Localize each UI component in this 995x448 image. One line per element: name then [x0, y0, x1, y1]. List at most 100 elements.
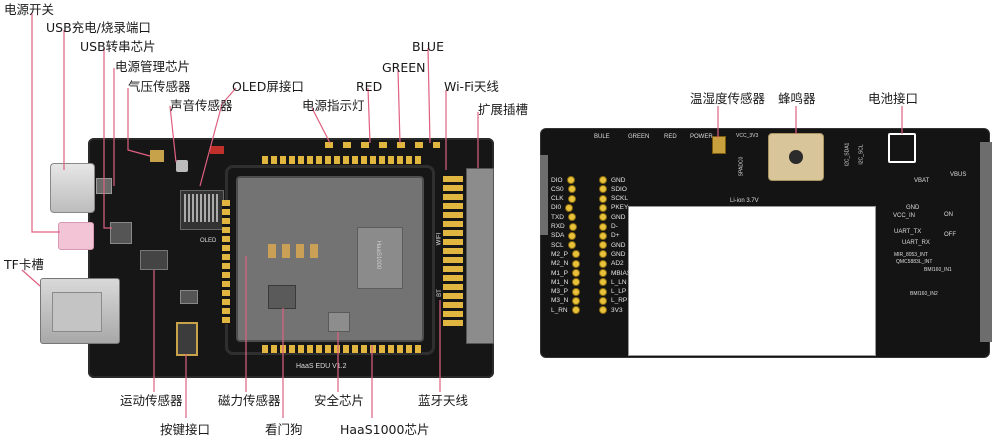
pin-pad	[599, 306, 607, 315]
label-tf-slot: TF卡槽	[4, 257, 44, 272]
red-button	[210, 146, 224, 154]
silk-power: POWER	[690, 134, 713, 140]
back-pin-row: L_RN	[551, 306, 580, 315]
oled-silk: OLED	[200, 238, 217, 244]
back-pin-row: GND	[599, 176, 625, 184]
sig-mir: MIR_8053_INT	[894, 252, 928, 258]
pin-label: GND	[611, 241, 626, 249]
label-magnetic: 磁力传感器	[218, 393, 281, 408]
pin-label: SDIO	[611, 185, 627, 193]
back-edge-right	[980, 142, 992, 342]
back-pin-row: L_LN	[599, 278, 627, 287]
back-pin-row: 3V3	[599, 306, 623, 315]
battery-silk: Li-ion 3.7V	[730, 198, 759, 204]
back-pin-row: L_RP	[599, 296, 627, 305]
pin-label: AD2	[611, 260, 624, 268]
sig-off: OFF	[944, 232, 956, 238]
back-pin-row: M3_P	[551, 287, 580, 296]
sig-vbus: VBUS	[950, 172, 967, 178]
pin-pad	[599, 176, 607, 184]
pin-label: GND	[611, 213, 626, 221]
pin-pad	[571, 306, 580, 315]
pin-pad	[599, 287, 607, 296]
label-led-power: 电源指示灯	[302, 98, 365, 113]
pin-label: M2_P	[551, 250, 568, 258]
motion-sensor	[140, 250, 168, 270]
power-switch	[58, 222, 94, 250]
pin-pad	[567, 194, 576, 203]
tf-card-slot-inner	[52, 292, 102, 332]
pin-pad	[568, 222, 577, 231]
pin-label: SCKL	[611, 195, 628, 203]
pin-label: M2_N	[551, 260, 569, 268]
pin-pad	[599, 278, 607, 287]
pin-pad	[599, 269, 607, 277]
power-mgmt-chip	[96, 178, 112, 194]
bottom-header-pins	[262, 345, 422, 353]
pin-pad	[565, 203, 574, 212]
back-pin-row: D-	[599, 222, 618, 231]
pin-pad	[571, 269, 580, 277]
pin-pad	[599, 241, 607, 250]
pin-label: L_LN	[611, 278, 627, 286]
pin-pad	[572, 278, 581, 287]
pin-pad	[599, 194, 607, 203]
temp-humidity-sensor	[712, 136, 726, 154]
pin-pad	[571, 250, 580, 259]
sig-vcc-in: VCC_IN	[893, 213, 916, 219]
back-pin-row: DIO	[551, 176, 575, 184]
pin-pad	[599, 296, 607, 305]
haas1000-silk: HaaS1000	[375, 240, 382, 270]
pin-label: GND	[611, 250, 626, 258]
back-pin-row: M1_P	[551, 269, 580, 277]
security-chip	[328, 312, 350, 332]
right-header-pins	[443, 176, 463, 326]
label-expansion: 扩展插槽	[478, 102, 529, 117]
silk-red: RED	[664, 134, 677, 140]
pin-label: TXD	[551, 213, 564, 221]
pin-label: MBIAS	[611, 269, 632, 277]
sig-bmi2: BMI160_IN2	[910, 291, 938, 297]
label-blue: BLUE	[412, 39, 444, 54]
pin-label: M1_N	[551, 278, 569, 286]
battery-area	[628, 206, 876, 356]
buzzer-hole	[789, 150, 803, 164]
back-pin-row: GND	[599, 241, 626, 250]
back-pin-row: GND	[599, 250, 626, 259]
pin-label: L_RN	[551, 306, 568, 314]
pin-label: CLK	[551, 195, 564, 203]
led-pads	[325, 142, 440, 148]
label-sound: 声音传感器	[170, 98, 233, 113]
back-pin-row: RXD	[551, 222, 577, 231]
back-pin-row: M3_N	[551, 296, 581, 305]
back-pin-row: AD2	[599, 259, 624, 268]
pin-pad	[599, 222, 607, 231]
pin-label: D-	[611, 223, 618, 230]
watchdog-chip	[268, 285, 296, 309]
pin-pad	[599, 213, 607, 222]
label-security: 安全芯片	[314, 393, 365, 408]
label-battery: 电池接口	[868, 91, 919, 106]
pin-pad	[599, 185, 607, 194]
usb-serial-chip	[110, 222, 132, 244]
pin-pad	[599, 231, 607, 240]
top-header-pins	[262, 156, 422, 164]
back-pin-row: CS0	[551, 185, 576, 194]
back-edge-left	[540, 155, 548, 235]
left-header-pins	[222, 200, 230, 324]
label-oled-port: OLED屏接口	[232, 79, 304, 94]
expansion-slot	[466, 168, 494, 344]
pin-pad	[599, 259, 607, 268]
label-temp-humidity: 温湿度传感器	[690, 91, 766, 106]
pressure-sensor	[150, 150, 164, 162]
sig-sda1: I2C_SDA1	[844, 142, 851, 167]
sig-spadc0: SPADC0	[738, 156, 745, 177]
pin-label: SDA	[551, 232, 565, 240]
sig-on: ON	[944, 212, 953, 218]
sig-uart-rx: UART_RX	[902, 240, 930, 246]
pin-pad	[572, 259, 581, 268]
back-pin-row: CLK	[551, 194, 576, 203]
pin-label: D+	[611, 232, 620, 240]
silk-blue: BULE	[594, 134, 610, 140]
button-connector	[176, 322, 198, 356]
